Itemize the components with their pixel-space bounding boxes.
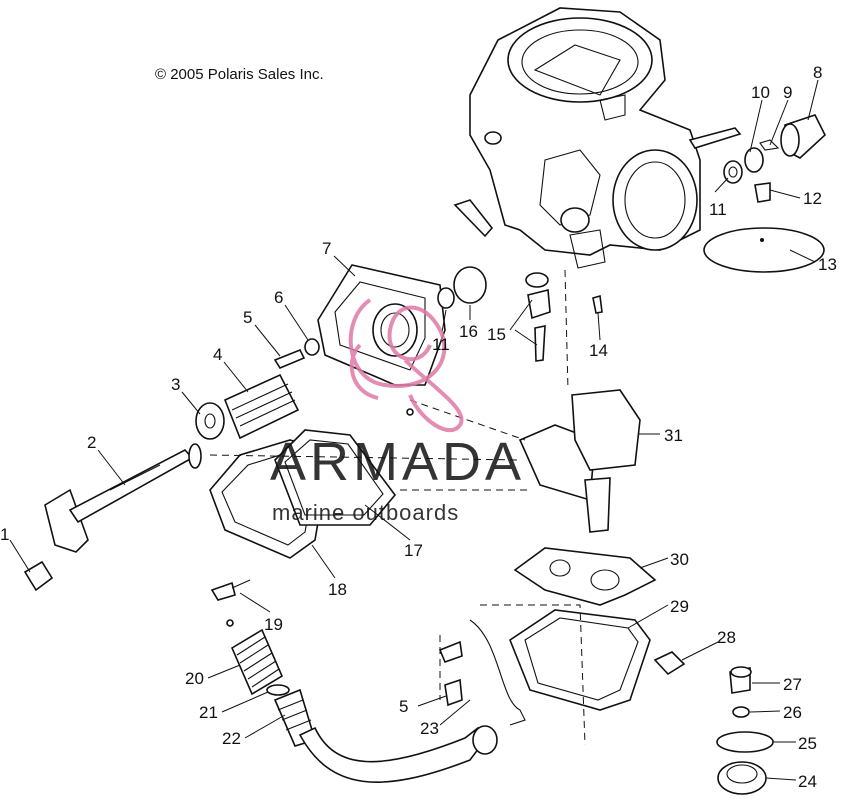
callout-5b: 5 [399,697,408,716]
callout-11: 11 [709,200,727,219]
callout-21: 21 [199,703,218,722]
copyright-text: © 2005 Polaris Sales Inc. [155,66,324,83]
callout-31: 31 [664,426,683,445]
callout-22: 22 [222,729,241,748]
callout-6: 6 [274,288,283,307]
float-bowl [438,547,686,726]
callout-24: 24 [798,772,817,791]
callout-18: 18 [328,580,347,599]
carburetor-body [453,7,742,269]
callout-17: 17 [404,541,423,560]
callout-8: 8 [813,63,822,82]
callout-10: 10 [751,83,770,102]
watermark-tagline: marine outboards [272,500,459,525]
callout-5: 5 [243,308,252,327]
callout-12: 12 [803,189,822,208]
leader-lines [9,79,819,781]
callout-27: 27 [783,675,802,694]
callout-23: 23 [420,719,439,738]
callout-20: 20 [185,669,204,688]
callout-14: 14 [589,341,608,360]
armada-watermark: ARMADA marine outboards [270,298,525,525]
callout-9: 9 [783,83,792,102]
float [518,389,641,533]
top-cover [317,264,487,416]
callout-30: 30 [670,550,689,569]
choke-parts [703,114,826,273]
callout-25: 25 [798,734,817,753]
throttle-shaft-assembly [23,338,320,592]
callout-13: 13 [818,255,837,274]
watermark-brand: ARMADA [270,432,525,492]
callout-1: 1 [0,525,9,544]
alignment-lines [209,269,586,746]
armada-logo-icon [348,298,464,433]
callout-7: 7 [322,239,331,258]
diaphragm-cover [209,429,397,559]
callout-26: 26 [783,703,802,722]
needle-parts [525,272,603,362]
callout-11b: 11 [432,335,450,354]
callout-3: 3 [171,375,180,394]
callout-numbers: 1 2 3 4 5 6 7 8 9 10 11 12 13 14 15 16 1… [0,63,837,791]
callout-28: 28 [717,628,736,647]
callout-29: 29 [670,597,689,616]
callout-4: 4 [213,345,222,364]
callout-19: 19 [264,615,283,634]
lower-left-parts [210,579,498,783]
callout-16: 16 [459,322,478,341]
drain-parts [716,666,774,795]
callout-15: 15 [487,325,506,344]
callout-2: 2 [87,433,96,452]
